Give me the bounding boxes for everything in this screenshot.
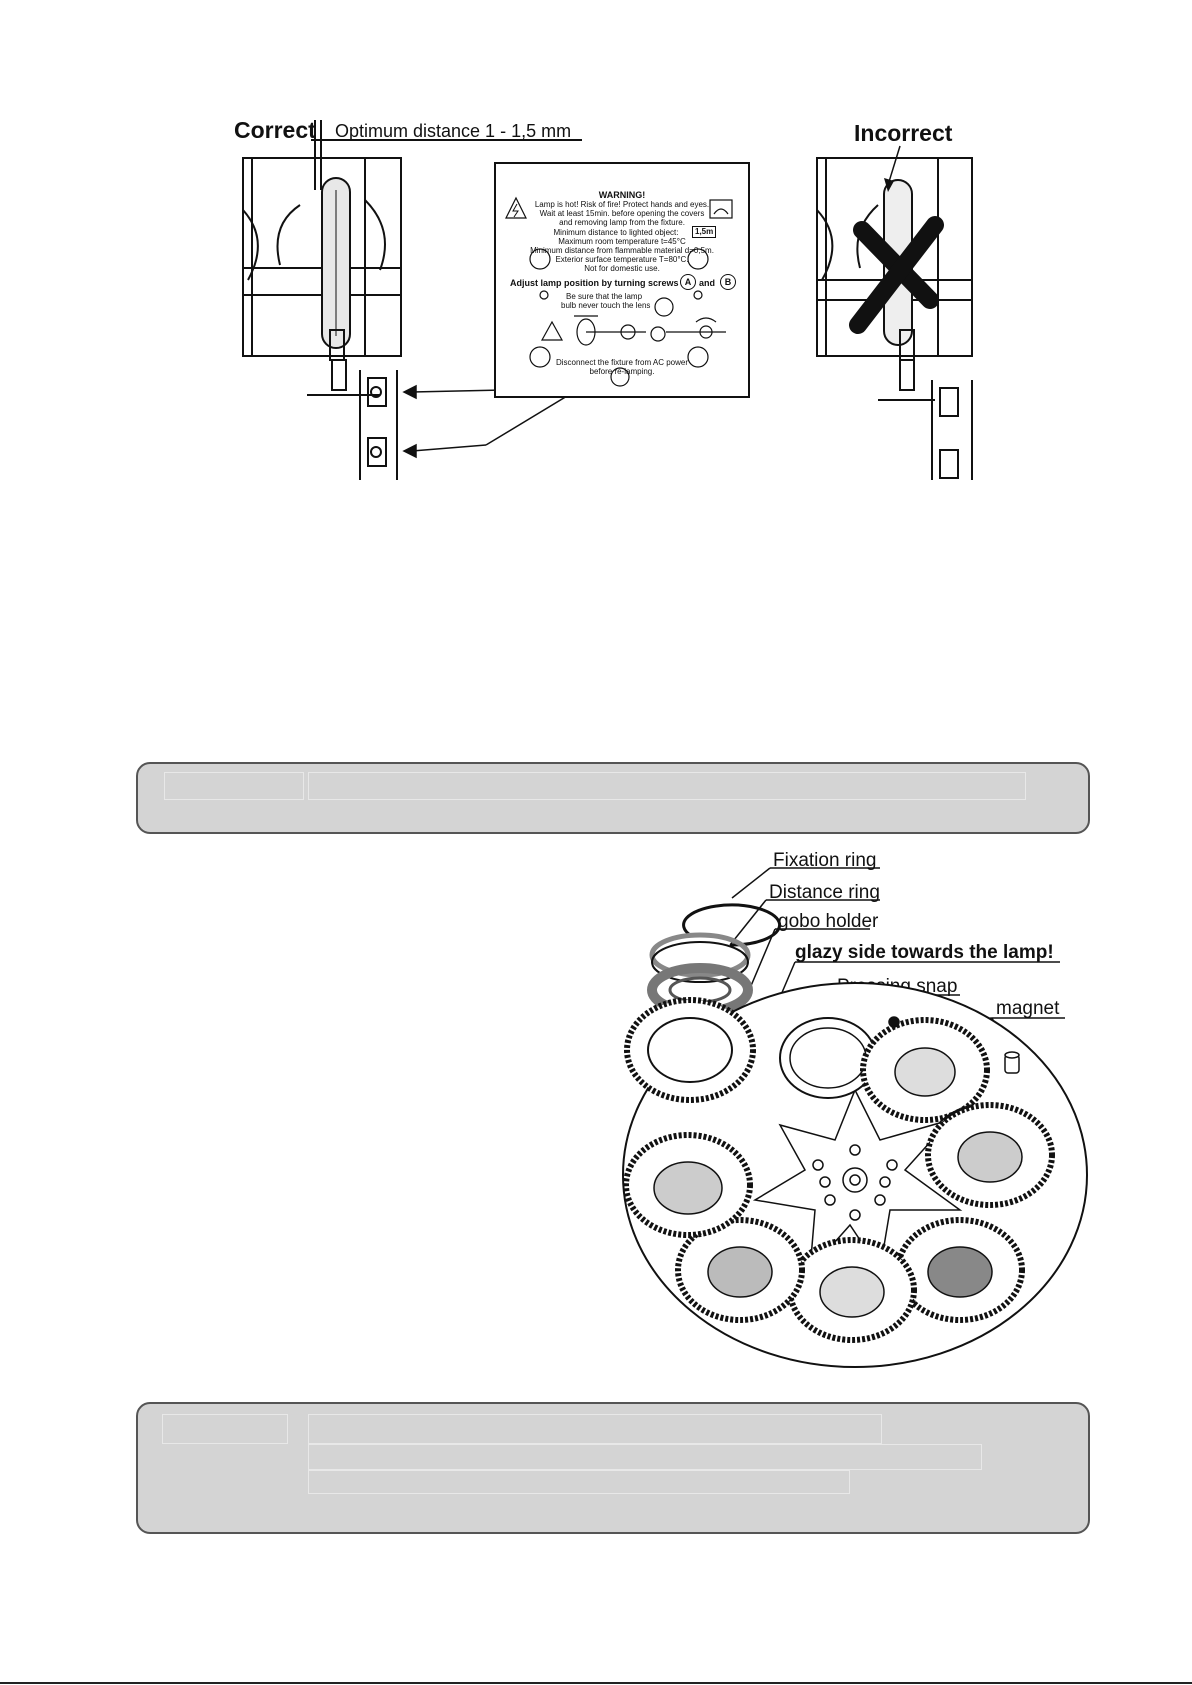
warning-line: Not for domestic use.	[584, 264, 660, 273]
note-cell	[308, 772, 1026, 800]
correct-lamp-drawing	[242, 120, 973, 480]
and-text: and	[699, 278, 716, 288]
gobo-holder-label: gobo holder	[778, 911, 879, 932]
warning-line: Wait at least 15min. before opening the …	[539, 209, 705, 218]
optimum-distance-label: Optimum distance 1 - 1,5 mm	[335, 121, 572, 141]
hot-surface-icon	[709, 199, 733, 219]
bulb-note: bulb never touch the lens	[561, 301, 651, 310]
note-cell	[308, 1444, 982, 1470]
fixation-ring-label: Fixation ring	[773, 850, 877, 871]
screw-hole-icon	[687, 248, 709, 270]
warning-line: Maximum room temperature t=45°C	[558, 237, 686, 246]
note-box-2	[136, 1402, 1090, 1534]
warning-panel: WARNING! Lamp is hot! Risk of fire! Prot…	[494, 162, 750, 398]
distance-ring-icon	[649, 932, 751, 978]
caution-icon	[540, 320, 564, 341]
screw-hole-icon	[610, 367, 630, 387]
warning-line: Lamp is hot! Risk of fire! Protect hands…	[534, 200, 710, 209]
screw-a-badge: A	[680, 274, 696, 290]
lightning-warning-icon	[505, 196, 527, 219]
screw-hole-icon	[687, 346, 709, 368]
note-cell	[162, 1414, 288, 1444]
warning-line: Minimum distance from flammable material…	[530, 246, 714, 255]
glazy-side-label: glazy side towards the lamp!	[795, 942, 1054, 963]
disconnect-note: Disconnect the fixture from AC power	[555, 358, 689, 367]
note-cell	[164, 772, 304, 800]
screw-hole-icon	[529, 346, 551, 368]
disconnect-note: before re-lamping.	[589, 367, 655, 376]
note-cell	[308, 1470, 850, 1494]
warning-panel-icons	[505, 196, 733, 387]
note-cell	[308, 1414, 882, 1444]
distance-ring-label: Distance ring	[769, 882, 880, 903]
incorrect-label: Incorrect	[854, 120, 953, 146]
magnet-label: magnet	[996, 998, 1060, 1019]
x-marker-icon	[539, 290, 549, 300]
distance-badge: 1,5m	[692, 226, 717, 238]
adjust-lamp-line: Adjust lamp position by turning screws	[510, 278, 679, 288]
x-marker-icon	[693, 290, 703, 300]
magnet-icon	[888, 1016, 900, 1028]
screw-hole-icon	[529, 248, 551, 270]
screw-hole-icon	[654, 297, 674, 317]
page-bottom-rule	[0, 1682, 1192, 1684]
fixation-ring-icon	[682, 903, 782, 947]
note-box-1	[136, 762, 1090, 834]
screw-b-badge: B	[720, 274, 736, 290]
warning-line: Minimum distance to lighted object:	[553, 228, 679, 237]
warning-line: Exterior surface temperature T=80°C.	[555, 255, 689, 264]
bulb-note: Be sure that the lamp	[566, 292, 643, 301]
warning-line: and removing lamp from the fixture.	[559, 218, 685, 227]
correct-label: Correct	[234, 117, 316, 143]
warning-title: WARNING!	[598, 190, 646, 200]
